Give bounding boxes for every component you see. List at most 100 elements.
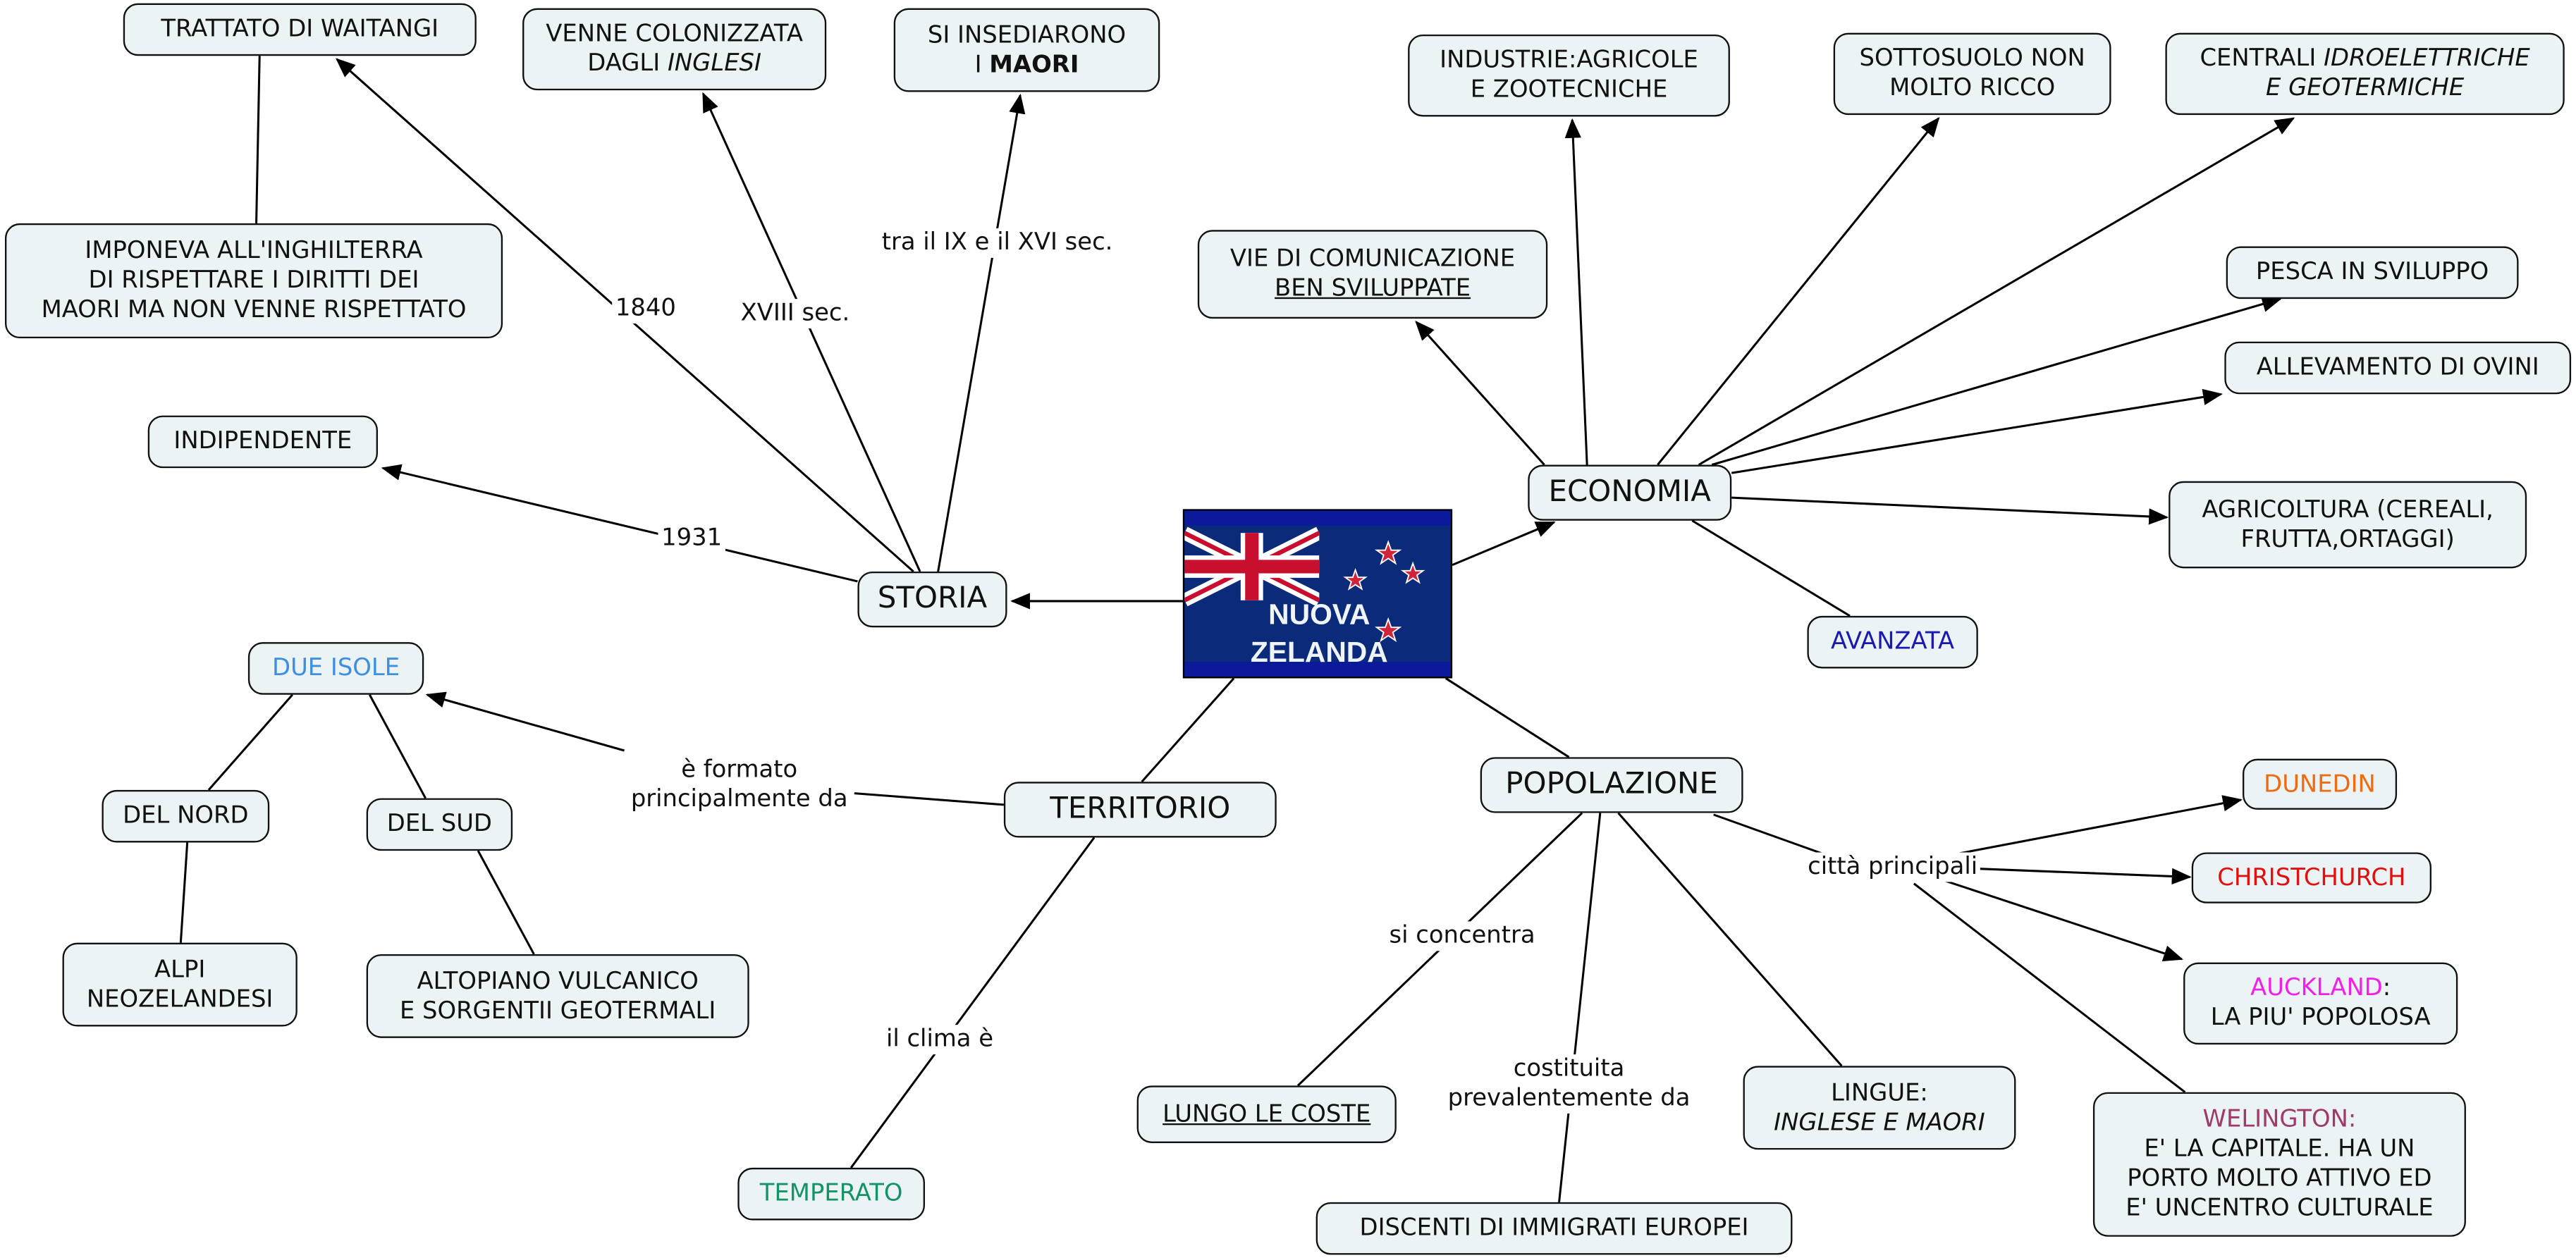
node-industrie[interactable]: INDUSTRIE:AGRICOLE E ZOOTECNICHE [1408, 34, 1730, 117]
node-colonizzata-line2: DAGLI INGLESI [587, 49, 761, 79]
link-label-1931: 1931 [658, 524, 725, 554]
node-vie-comunicazione[interactable]: VIE DI COMUNICAZIONE BEN SVILUPPATE [1197, 230, 1548, 319]
node-due-isole[interactable]: DUE ISOLE [247, 642, 424, 695]
node-welington[interactable]: WELINGTON: E' LA CAPITALE. HA UN PORTO M… [2092, 1092, 2466, 1237]
link-label-formato-line: è formato [681, 757, 798, 784]
central-node-flag[interactable]: NUOVA ZELANDA [1182, 509, 1453, 679]
node-lingue-line1: LINGUE: [1831, 1080, 1928, 1106]
node-lungo-coste[interactable]: LUNGO LE COSTE [1136, 1085, 1397, 1143]
node-discenti[interactable]: DISCENTI DI IMMIGRATI EUROPEI [1315, 1202, 1793, 1255]
star-icon [1400, 561, 1425, 584]
text-plain: DAGLI [587, 51, 668, 78]
text-italic: IDROELETTRICHE [2324, 46, 2530, 73]
node-insediarono-line1: SI INSEDIARONO [927, 22, 1127, 49]
node-storia[interactable]: STORIA [857, 571, 1007, 628]
node-territorio[interactable]: TERRITORIO [1003, 782, 1277, 838]
node-allevamento[interactable]: ALLEVAMENTO DI OVINI [2224, 341, 2572, 395]
link-label-costituita-line: costituita [1513, 1056, 1625, 1083]
node-alpi[interactable]: ALPI NEOZELANDESI [62, 942, 298, 1027]
link-flag-economia [1452, 521, 1556, 567]
central-title-line2: ZELANDA [1250, 635, 1388, 669]
star-icon [1343, 567, 1368, 591]
node-agricoltura-line: FRUTTA,ORTAGGI) [2240, 526, 2455, 553]
union-jack-icon [1184, 526, 1320, 607]
node-lingue[interactable]: LINGUE: INGLESE E MAORI [1743, 1066, 2016, 1150]
southern-cross-stars-icon [1343, 540, 1425, 643]
star-icon [1374, 540, 1402, 565]
node-trattato-label: TRATTATO DI WAITANGI [161, 16, 439, 43]
node-centrali-line1: CENTRALI IDROELETTRICHE [2200, 44, 2529, 74]
node-agricoltura[interactable]: AGRICOLTURA (CEREALI, FRUTTA,ORTAGGI) [2169, 481, 2527, 569]
text-bold: MAORI [989, 51, 1079, 78]
node-del-nord-label: DEL NORD [123, 803, 249, 830]
link-storia-indipendente [381, 464, 858, 583]
node-imponeva-line: MAORI MA NON VENNE RISPETTATO [41, 297, 467, 324]
node-economia[interactable]: ECONOMIA [1528, 464, 1732, 521]
node-del-sud-label: DEL SUD [386, 811, 492, 838]
node-altopiano[interactable]: ALTOPIANO VULCANICO E SORGENTII GEOTERMA… [366, 954, 749, 1038]
node-dunedin-label: DUNEDIN [2264, 771, 2376, 798]
node-due-isole-label: DUE ISOLE [272, 655, 400, 682]
link-label-xviii: XVIII sec. [737, 299, 853, 329]
text-plain: : [2382, 975, 2391, 1002]
node-temperato-label: TEMPERATO [759, 1180, 903, 1207]
link-territorio-dueisole [854, 792, 1004, 806]
link-dueisole-sud [369, 694, 427, 799]
node-discenti-label: DISCENTI DI IMMIGRATI EUROPEI [1359, 1215, 1749, 1242]
node-avanzata-label: AVANZATA [1831, 629, 1955, 655]
node-auckland[interactable]: AUCKLAND: LA PIU' POPOLOSA [2183, 962, 2458, 1045]
node-imponeva[interactable]: IMPONEVA ALL'INGHILTERRA DI RISPETTARE I… [4, 223, 503, 339]
link-economia-industrie [1564, 118, 1588, 465]
node-del-sud[interactable]: DEL SUD [366, 798, 513, 851]
node-alpi-line: ALPI [154, 956, 206, 983]
link-label-formato: è formato principalmente da [627, 755, 852, 815]
central-title-line1: NUOVA [1268, 598, 1370, 631]
node-industrie-line: INDUSTRIE:AGRICOLE [1440, 47, 1698, 74]
node-alpi-line: NEOZELANDESI [86, 986, 274, 1013]
node-industrie-line: E ZOOTECNICHE [1470, 77, 1668, 104]
link-territorio-temperato [850, 837, 1096, 1168]
link-popolazione-citta [1713, 813, 1824, 856]
link-economia-pesca [1711, 296, 2282, 466]
node-centrali[interactable]: CENTRALI IDROELETTRICHE E GEOTERMICHE [2165, 32, 2565, 116]
node-lungo-coste-label: LUNGO LE COSTE [1163, 1101, 1371, 1128]
node-economia-label: ECONOMIA [1548, 474, 1712, 510]
node-lingue-line2: INGLESE E MAORI [1774, 1109, 1985, 1136]
link-economia-allevamento [1731, 388, 2224, 474]
link-economia-agricoltura [1731, 496, 2169, 525]
node-agricoltura-line: AGRICOLTURA (CEREALI, [2202, 496, 2494, 524]
star-icon [1374, 617, 1402, 643]
link-trattato-imponeva [255, 56, 261, 223]
node-altopiano-line: ALTOPIANO VULCANICO [417, 968, 699, 995]
auckland-name: AUCKLAND [2250, 975, 2383, 1002]
link-formato-dueisole [425, 691, 625, 752]
link-popolazione-discenti [1558, 813, 1602, 1203]
node-colonizzata[interactable]: VENNE COLONIZZATA DAGLI INGLESI [522, 8, 827, 91]
node-centrali-line2: E GEOTERMICHE [2266, 75, 2465, 102]
node-temperato[interactable]: TEMPERATO [737, 1167, 926, 1221]
node-dunedin[interactable]: DUNEDIN [2242, 758, 2398, 810]
node-altopiano-line: E SORGENTII GEOTERMALI [399, 997, 716, 1025]
link-label-costituita-line: prevalentemente da [1447, 1085, 1691, 1112]
link-citta-auckland [1938, 877, 2183, 961]
node-vie-line2: BEN SVILUPPATE [1275, 276, 1471, 302]
node-colonizzata-line1: VENNE COLONIZZATA [546, 21, 803, 48]
node-avanzata[interactable]: AVANZATA [1807, 615, 1978, 669]
node-indipendente[interactable]: INDIPENDENTE [147, 415, 378, 469]
node-trattato-waitangi[interactable]: TRATTATO DI WAITANGI [123, 3, 477, 56]
node-insediarono[interactable]: SI INSEDIARONO I MAORI [893, 8, 1160, 92]
link-label-ix-xvi: tra il IX e il XVI sec. [878, 228, 1117, 258]
node-pesca-label: PESCA IN SVILUPPO [2255, 259, 2489, 286]
node-christchurch[interactable]: CHRISTCHURCH [2191, 852, 2431, 904]
link-citta-welington [1913, 882, 2186, 1093]
node-auckland-line2: LA PIU' POPOLOSA [2210, 1005, 2431, 1032]
link-popolazione-lingue [1617, 812, 1843, 1067]
node-popolazione[interactable]: POPOLAZIONE [1480, 757, 1743, 813]
node-auckland-line1: AUCKLAND: [2250, 974, 2391, 1004]
link-label-clima: il clima è [883, 1025, 997, 1055]
node-del-nord[interactable]: DEL NORD [102, 789, 270, 843]
node-sottosuolo[interactable]: SOTTOSUOLO NON MOLTO RICCO [1833, 32, 2111, 116]
node-pesca[interactable]: PESCA IN SVILUPPO [2226, 246, 2519, 300]
link-economia-avanzata [1691, 519, 1851, 617]
node-territorio-label: TERRITORIO [1050, 791, 1231, 827]
